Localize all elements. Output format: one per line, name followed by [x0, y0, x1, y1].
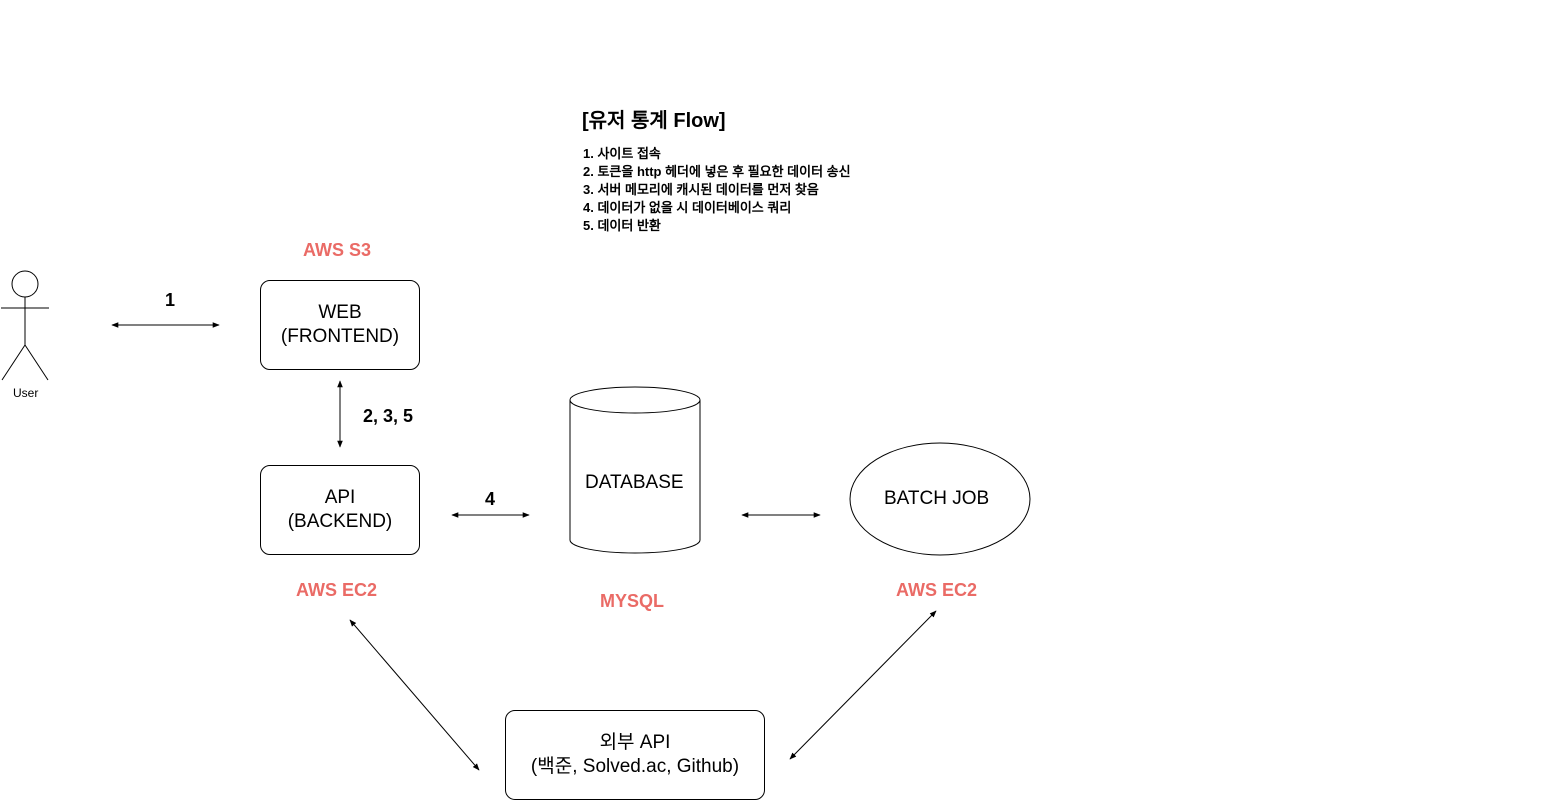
edge-label-api-db: 4 — [485, 489, 496, 509]
batch-job-label: BATCH JOB — [884, 488, 990, 509]
web-node-title: WEB — [318, 302, 362, 323]
step-item: 2. 토큰을 http 헤더에 넣은 후 필요한 데이터 송신 — [583, 164, 851, 179]
batch-job-ellipse[interactable] — [849, 442, 1031, 556]
steps-list: 1. 사이트 접속 2. 토큰을 http 헤더에 넣은 후 필요한 데이터 송… — [583, 145, 851, 235]
edge-api-external[interactable] — [349, 619, 480, 771]
edge-label-web-api: 2, 3, 5 — [363, 406, 414, 426]
diagram-title: [유저 통계 Flow] — [582, 110, 726, 132]
edge-label-user-web: 1 — [165, 290, 176, 310]
step-item: 1. 사이트 접속 — [583, 146, 661, 161]
api-backend-node[interactable]: API (BACKEND) — [260, 465, 420, 555]
database-platform-label: MYSQL — [600, 591, 665, 611]
web-frontend-node[interactable]: WEB (FRONTEND) — [260, 280, 420, 370]
api-node-subtitle: (BACKEND) — [287, 511, 393, 532]
api-platform-label: AWS EC2 — [296, 580, 378, 600]
user-label: User — [13, 386, 39, 400]
step-item: 3. 서버 메모리에 캐시된 데이터를 먼저 찾음 — [583, 182, 819, 197]
web-node-subtitle: (FRONTEND) — [280, 326, 400, 347]
api-node-title: API — [324, 487, 356, 508]
database-cylinder-icon[interactable] — [569, 386, 701, 554]
step-item: 4. 데이터가 없을 시 데이터베이스 쿼리 — [583, 200, 792, 215]
batch-platform-label: AWS EC2 — [896, 580, 978, 600]
edge-batch-external[interactable] — [789, 610, 937, 760]
user-actor-icon[interactable] — [1, 270, 49, 381]
external-api-node[interactable]: 외부 API (백준, Solved.ac, Github) — [505, 710, 765, 800]
web-platform-label: AWS S3 — [303, 240, 372, 260]
database-label: DATABASE — [585, 472, 684, 493]
external-node-title: 외부 API — [599, 732, 671, 753]
step-item: 5. 데이터 반환 — [583, 218, 661, 233]
external-node-subtitle: (백준, Solved.ac, Github) — [530, 756, 740, 777]
